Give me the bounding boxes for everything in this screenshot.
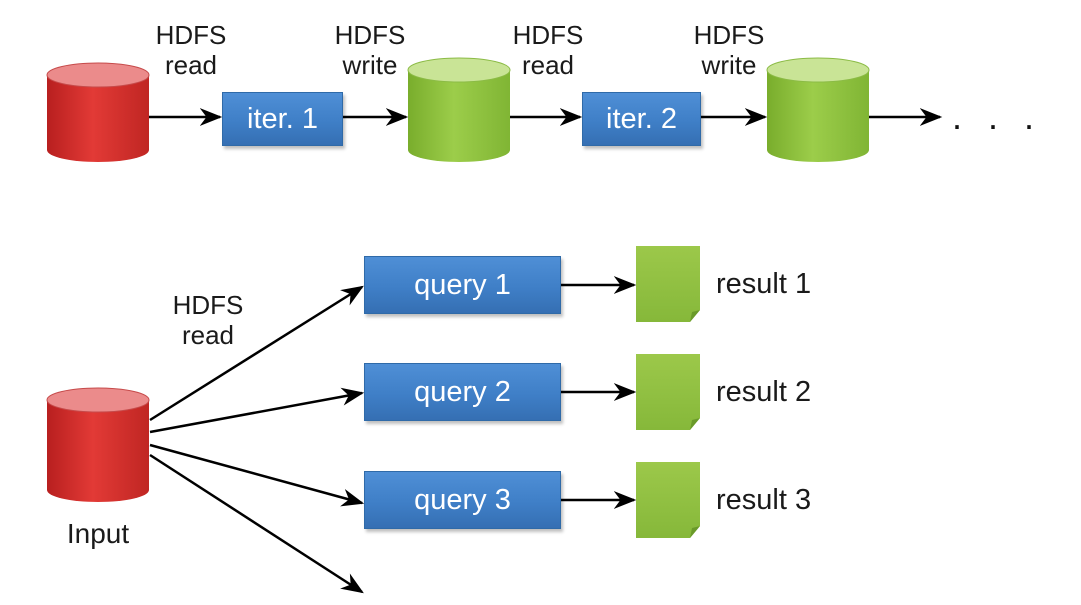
- intermediate-cylinder-2: [766, 57, 870, 162]
- label-hdfs-write-2-text: HDFS write: [693, 20, 765, 80]
- label-hdfs-write-1-text: HDFS write: [334, 20, 406, 80]
- label-hdfs-read-2: HDFS read: [503, 20, 593, 80]
- arrow-to-query-1: [149, 285, 364, 422]
- source-cylinder-top: [46, 62, 150, 162]
- ellipsis: . . .: [952, 96, 1043, 137]
- label-hdfs-write-2: HDFS write: [684, 20, 774, 80]
- label-hdfs-read-2-text: HDFS read: [512, 20, 584, 80]
- result-label-1: result 1: [716, 268, 812, 300]
- result-doc-1: [636, 246, 700, 322]
- iteration-box-2: iter. 2: [582, 92, 701, 146]
- label-hdfs-read-fanout-text: HDFS read: [172, 290, 244, 350]
- result-doc-3: [636, 462, 700, 538]
- arrow-to-query-2: [149, 387, 365, 434]
- label-hdfs-read-1-text: HDFS read: [155, 20, 227, 80]
- result-doc-2: [636, 354, 700, 430]
- iteration-box-1: iter. 1: [222, 92, 343, 146]
- query-box-1: query 1: [364, 256, 561, 314]
- query-box-3: query 3: [364, 471, 561, 529]
- result-label-2: result 2: [716, 376, 812, 408]
- arrow-to-more: [149, 453, 364, 594]
- arrow-to-query-3: [149, 443, 365, 507]
- query-box-2: query 2: [364, 363, 561, 421]
- label-hdfs-read-fanout: HDFS read: [163, 290, 253, 350]
- result-label-3: result 3: [716, 484, 812, 516]
- label-input: Input: [66, 518, 130, 549]
- label-hdfs-write-1: HDFS write: [325, 20, 415, 80]
- intermediate-cylinder-1: [407, 57, 511, 162]
- label-hdfs-read-1: HDFS read: [146, 20, 236, 80]
- input-cylinder: [46, 387, 150, 502]
